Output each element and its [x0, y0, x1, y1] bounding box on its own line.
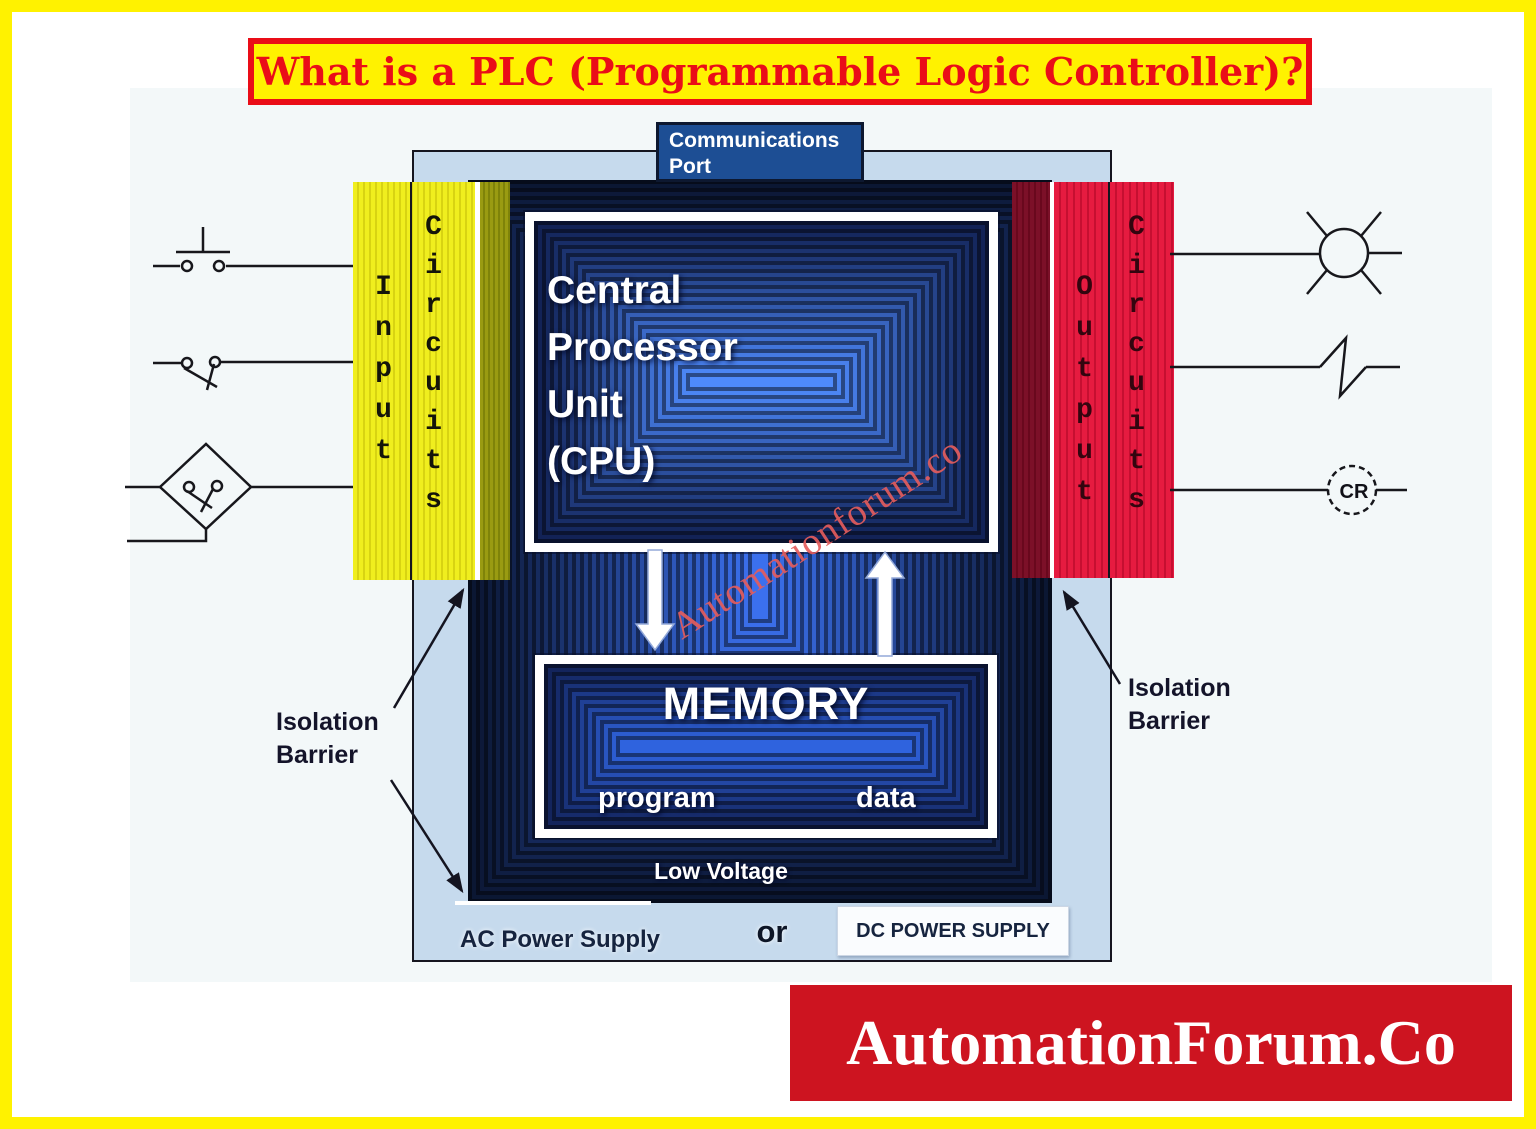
communications-port-box: Communications Port	[656, 122, 864, 182]
isolation-right-line2: Barrier	[1128, 707, 1210, 735]
output-circuits-band	[1050, 182, 1174, 578]
isolation-barrier-label-left: Isolation Barrier	[276, 706, 379, 772]
input-band-circuits-word: Circuits	[418, 212, 449, 524]
cpu-label-line3: Unit	[547, 383, 623, 426]
frame-border-through-output-band	[1108, 182, 1110, 578]
memory-box-fill	[544, 664, 988, 829]
logo-banner: AutomationForum.Co	[790, 985, 1512, 1101]
memory-box	[535, 655, 997, 838]
cpu-box-fill	[534, 221, 989, 543]
logo-text: AutomationForum.Co	[846, 1007, 1456, 1078]
frame-border-through-input-band	[410, 182, 412, 580]
dc-power-supply-box: DC POWER SUPPLY	[837, 906, 1069, 956]
cpu-label-line1: Central	[547, 269, 682, 312]
cpu-label-line2: Processor	[547, 326, 738, 369]
page-title: What is a PLC (Programmable Logic Contro…	[256, 49, 1304, 94]
memory-program-label: program	[598, 782, 716, 814]
title-banner: What is a PLC (Programmable Logic Contro…	[248, 38, 1312, 105]
dc-power-supply-label: DC POWER SUPPLY	[856, 919, 1050, 942]
isolation-left-line1: Isolation	[276, 708, 379, 736]
input-circuits-band	[353, 182, 480, 580]
communications-port-label: Communications Port	[669, 129, 840, 178]
isolation-left-line2: Barrier	[276, 741, 358, 769]
output-band-shadow-strip	[1012, 182, 1050, 578]
isolation-barrier-label-right: Isolation Barrier	[1128, 672, 1231, 738]
cpu-label-line4: (CPU)	[547, 440, 656, 483]
or-label: or	[756, 914, 788, 949]
input-band-word: Input	[368, 272, 399, 477]
low-voltage-label: Low Voltage	[654, 858, 788, 884]
memory-data-label: data	[856, 782, 916, 814]
memory-label: MEMORY	[662, 678, 870, 729]
output-band-circuits-word: Circuits	[1121, 212, 1152, 524]
ac-power-supply-label: AC Power Supply	[459, 926, 661, 953]
input-band-shadow-strip	[480, 182, 510, 580]
output-band-word: Output	[1069, 272, 1100, 518]
cpu-label: Central Processor Unit (CPU)	[547, 262, 738, 490]
cpu-box	[525, 212, 998, 552]
isolation-right-line1: Isolation	[1128, 674, 1231, 702]
